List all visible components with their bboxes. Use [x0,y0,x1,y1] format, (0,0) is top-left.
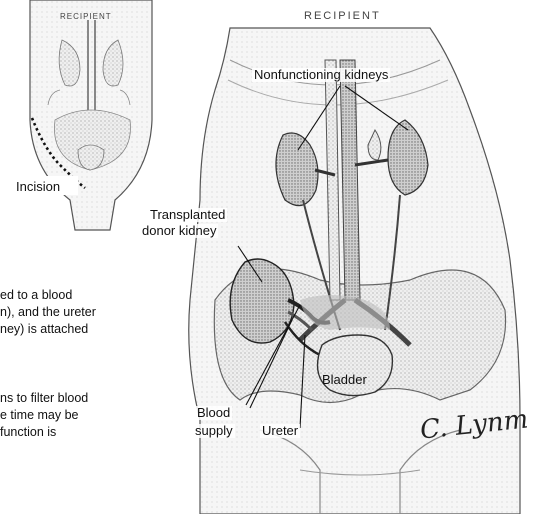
bladder-label: Bladder [322,373,367,387]
ureter-label: Ureter [260,424,300,438]
nonfunctioning-kidneys-label: Nonfunctioning kidneys [252,68,390,82]
body-text-line: function is [0,424,56,441]
body-text-line: ney) is attached [0,321,88,338]
body-text-line: ed to a blood [0,287,72,304]
blood-supply-label-line1: Blood [195,406,232,420]
body-text-line: e time may be [0,407,79,424]
inset-title: RECIPIENT [60,10,112,24]
blood-supply-label-line2: supply [193,424,235,438]
body-text-line: ns to filter blood [0,390,88,407]
inset-torso [12,0,152,230]
main-title: RECIPIENT [304,9,381,23]
main-torso [189,28,520,514]
body-text-line: n), and the ureter [0,304,96,321]
transplanted-label-line2: donor kidney [140,224,218,238]
incision-label: Incision [16,180,60,194]
transplanted-label-line1: Transplanted [148,208,227,222]
